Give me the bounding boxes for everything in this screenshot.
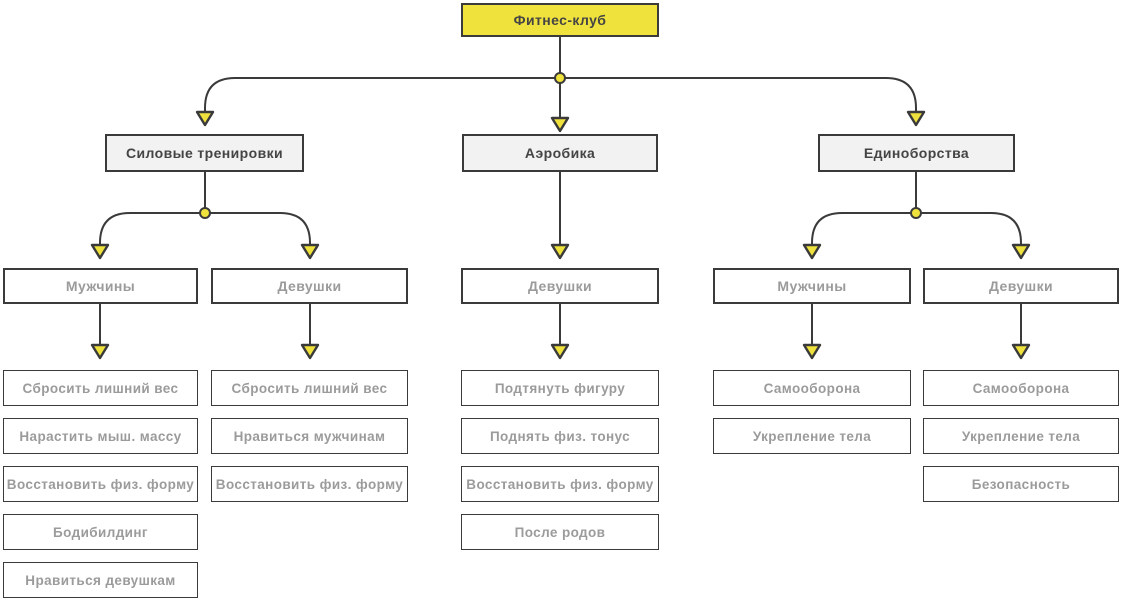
node-devushki-edinoborstva: Девушки bbox=[923, 268, 1119, 304]
arrow-down-icon bbox=[802, 343, 822, 360]
node-fitness-club: Фитнес-клуб bbox=[461, 3, 659, 37]
goal-node: Нравиться мужчинам bbox=[211, 418, 408, 454]
arrow-down-icon bbox=[300, 343, 320, 360]
goal-node: Безопасность bbox=[923, 466, 1119, 502]
arrow-down-icon bbox=[90, 243, 110, 260]
goal-node: Самооборона bbox=[713, 370, 911, 406]
arrow-down-icon bbox=[1011, 343, 1031, 360]
junction-dot bbox=[910, 207, 922, 219]
arrow-down-icon bbox=[906, 110, 926, 127]
goal-node: Сбросить лишний вес bbox=[3, 370, 198, 406]
goal-node: Сбросить лишний вес bbox=[211, 370, 408, 406]
goal-node: Нравиться девушкам bbox=[3, 562, 198, 598]
arrow-down-icon bbox=[300, 243, 320, 260]
arrow-down-icon bbox=[550, 243, 570, 260]
goal-node: После родов bbox=[461, 514, 659, 550]
node-muzhchiny-edinoborstva: Мужчины bbox=[713, 268, 911, 304]
goal-node: Восстановить физ. форму bbox=[211, 466, 408, 502]
junction-dot bbox=[199, 207, 211, 219]
junction-dot bbox=[554, 72, 566, 84]
goal-node: Бодибилдинг bbox=[3, 514, 198, 550]
node-silovye-trenirovki: Силовые тренировки bbox=[105, 134, 304, 172]
goal-node: Восстановить физ. форму bbox=[3, 466, 198, 502]
arrow-down-icon bbox=[550, 116, 570, 133]
node-devushki-aerobika: Девушки bbox=[461, 268, 659, 304]
goal-node: Поднять физ. тонус bbox=[461, 418, 659, 454]
goal-node: Самооборона bbox=[923, 370, 1119, 406]
goal-node: Восстановить физ. форму bbox=[461, 466, 659, 502]
arrow-down-icon bbox=[195, 110, 215, 127]
arrow-down-icon bbox=[550, 343, 570, 360]
arrow-down-icon bbox=[90, 343, 110, 360]
node-aerobika: Аэробика bbox=[462, 134, 658, 172]
goal-node: Подтянуть фигуру bbox=[461, 370, 659, 406]
goal-node: Укрепление тела bbox=[713, 418, 911, 454]
node-edinoborstva: Единоборства bbox=[818, 134, 1015, 172]
node-muzhchiny-silovye: Мужчины bbox=[3, 268, 198, 304]
goal-node: Нарастить мыш. массу bbox=[3, 418, 198, 454]
goal-node: Укрепление тела bbox=[923, 418, 1119, 454]
node-devushki-silovye: Девушки bbox=[211, 268, 408, 304]
arrow-down-icon bbox=[1011, 243, 1031, 260]
arrow-down-icon bbox=[802, 243, 822, 260]
